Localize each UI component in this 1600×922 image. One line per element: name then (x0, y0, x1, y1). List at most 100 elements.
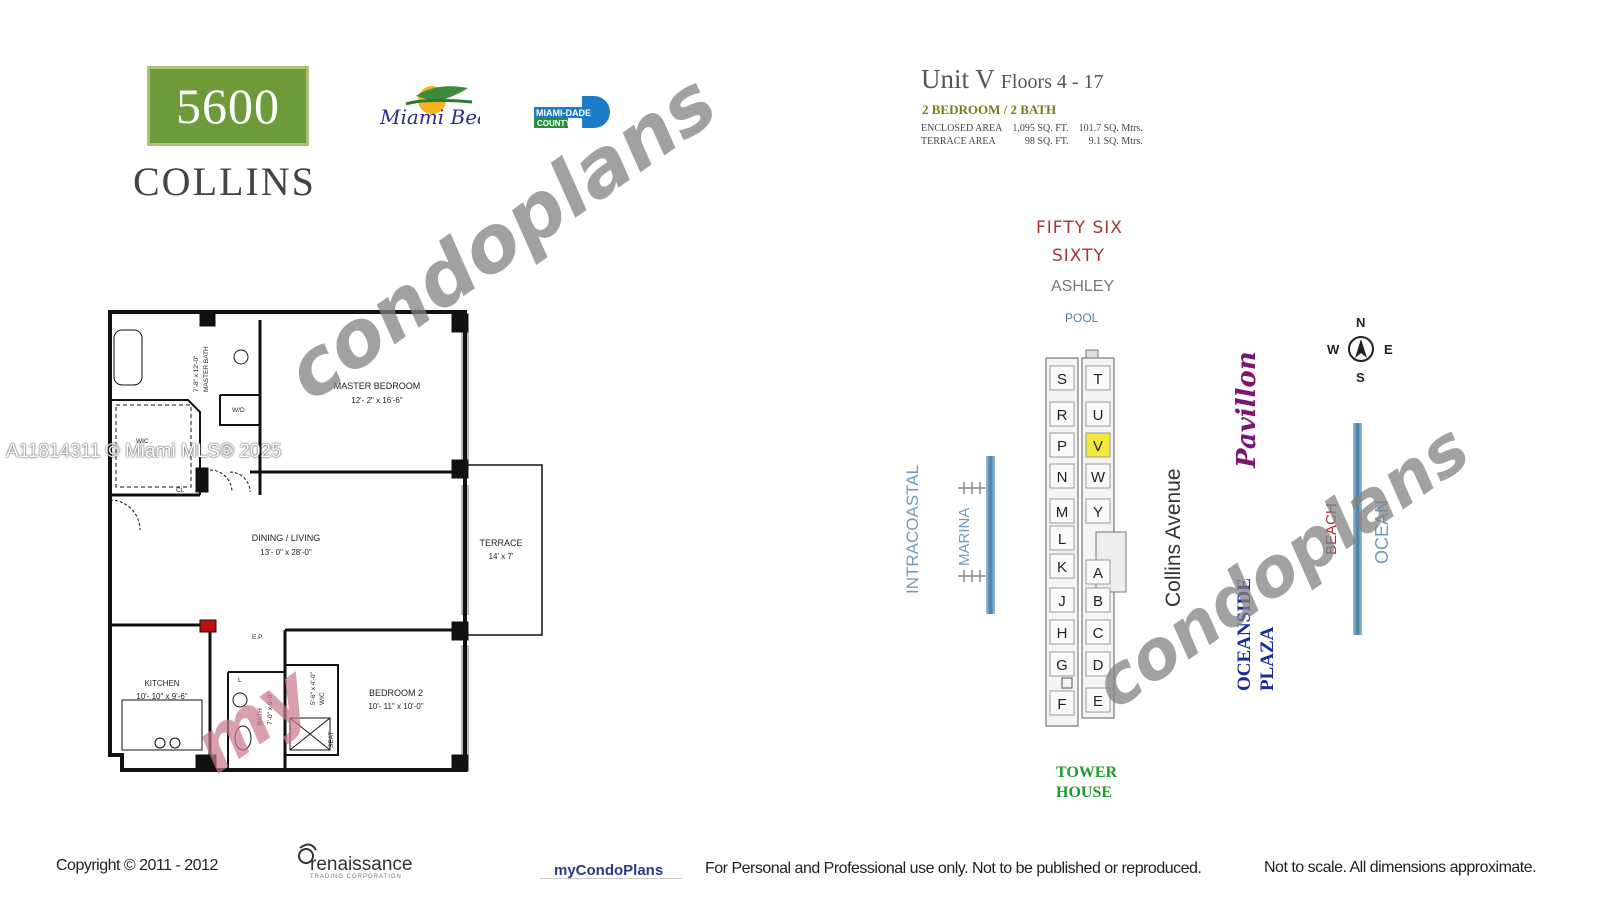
miami-dade-logo: MIAMI-DADE COUNTY (534, 94, 612, 137)
house-label: HOUSE (1056, 784, 1113, 801)
unit-label-e: E (1093, 693, 1103, 710)
area-row: TERRACE AREA 98 SQ. FT. 9.1 SQ. Mtrs. (921, 135, 1153, 148)
room-name: TERRACE (479, 538, 522, 548)
unit-label-r: R (1057, 407, 1068, 424)
mycondoplans-logo: myCondoPlans (540, 842, 682, 879)
unit-label-j: J (1058, 593, 1066, 610)
unit-cell-k (1049, 553, 1075, 579)
unit-label-v: V (1093, 438, 1103, 455)
label-wic: WIC (136, 438, 149, 445)
unit-cell-w (1085, 463, 1111, 489)
unit-label-w: W (1091, 469, 1106, 486)
pavillon-label: Pavillon (1232, 351, 1262, 468)
renaissance-sub: TRADING CORPORATION (310, 874, 402, 880)
footer-copyright: Copyright © 2011 - 2012 (56, 857, 218, 874)
unit-label-n: N (1057, 469, 1068, 486)
unit-label-t: T (1093, 371, 1102, 388)
unit-cell-e (1085, 687, 1111, 713)
room-dims: 12'- 2" x 16'-6" (351, 396, 403, 405)
renaissance-name: renaissance (310, 854, 412, 875)
marina-label: MARINA (956, 507, 973, 566)
miami-beach-logo-text: Miami Beach (379, 105, 480, 129)
miami-beach-logo: Miami Beach (376, 80, 513, 141)
unit-label-g: G (1056, 657, 1068, 674)
unit-label-c: C (1093, 625, 1104, 642)
room-name: DINING / LIVING (252, 533, 321, 543)
area-row: ENCLOSED AREA 1,095 SQ. FT. 101.7 SQ. Mt… (921, 122, 1153, 135)
renaissance-mark-icon (298, 848, 314, 864)
label-cl: CL (176, 487, 185, 494)
unit-label-k: K (1057, 559, 1067, 576)
neighbor-sixty: SIXTY (1052, 246, 1105, 266)
miami-dade-line1: MIAMI-DADE (536, 108, 591, 118)
unit-label-f: F (1057, 696, 1066, 713)
neighbor-fifty-six: FIFTY SIX (1036, 218, 1123, 238)
unit-cell-h (1049, 619, 1075, 645)
label-wic2-dims: 5'-6" x 4'-0" (310, 672, 317, 705)
logo-5600: 5600 (147, 66, 309, 146)
floor-plan: MASTER BEDROOM 12'- 2" x 16'-6" DINING /… (108, 310, 543, 772)
unit-cell-t (1085, 365, 1111, 391)
unit-cell-p (1049, 432, 1075, 458)
unit-label-u: U (1093, 407, 1104, 424)
street-label: Collins Avenue (1162, 468, 1185, 607)
unit-cell-c (1085, 619, 1111, 645)
unit-cell-j (1049, 587, 1075, 613)
unit-name: Unit V (921, 64, 995, 94)
unit-label-y: Y (1093, 504, 1103, 521)
unit-cell-m (1049, 498, 1075, 524)
unit-cell-n (1049, 463, 1075, 489)
neighbor-ashley: ASHLEY (1051, 278, 1115, 295)
room-name: BEDROOM 2 (369, 688, 423, 698)
unit-label-s: S (1057, 371, 1067, 388)
unit-cell-a (1085, 559, 1111, 585)
unit-cell-f (1049, 690, 1075, 716)
waterway-bar (986, 456, 995, 614)
footer-usage: For Personal and Professional use only. … (705, 860, 1202, 877)
room-name: KITCHEN (144, 679, 179, 688)
area-sqft: 98 SQ. FT. (1024, 136, 1069, 147)
area-label: ENCLOSED AREA (921, 123, 1003, 134)
unit-cell-r (1049, 401, 1075, 427)
room-dims: 10'- 11" x 10'-0" (368, 702, 423, 711)
compass-w: W (1327, 342, 1340, 357)
label-master-bath: MASTER BATH (203, 346, 210, 392)
miami-dade-line2: COUNTY (537, 119, 571, 128)
label-ep: E.P. (252, 634, 264, 641)
unit-label-l: L (1058, 531, 1066, 548)
unit-label-d: D (1093, 657, 1104, 674)
north-arrow-icon (1355, 339, 1367, 358)
room-dims: 10'- 10" x 9'-6" (136, 692, 188, 701)
label-bath-dims: 7'-0" x 9'-0" (267, 692, 274, 725)
tower-label: TOWER (1056, 764, 1118, 781)
unit-cell-s (1049, 365, 1075, 391)
unit-cell-d (1085, 651, 1111, 677)
unit-cell-b (1085, 587, 1111, 613)
mycondoplans-text: myCondoPlans (554, 862, 664, 879)
room-dims: 13'- 0" x 28'-0" (260, 548, 312, 557)
unit-cell-u (1085, 401, 1111, 427)
unit-cell-g (1049, 651, 1075, 677)
compass-ring-icon (1348, 336, 1374, 362)
unit-label-m: M (1056, 504, 1069, 521)
room-dims: 14' x 7' (489, 552, 514, 561)
unit-cell-l (1049, 525, 1075, 551)
footer-scale: Not to scale. All dimensions approximate… (1264, 859, 1537, 876)
mls-watermark: A11814311 © Miami MLS® 2025 (6, 441, 282, 462)
logo-number: 5600 (176, 78, 280, 134)
unit-label-p: P (1057, 438, 1067, 455)
unit-cell-y (1085, 498, 1111, 524)
pool-label: POOL (1065, 311, 1099, 325)
area-label: TERRACE AREA (921, 136, 996, 147)
unit-label-h: H (1057, 625, 1068, 642)
label-wic2: WIC (319, 692, 326, 705)
label-bath: BATH (257, 708, 264, 725)
unit-cell-v (1085, 432, 1111, 458)
unit-label-b: B (1093, 593, 1103, 610)
label-master-bath-dims: 7'-8" x 12'-0" (193, 355, 200, 392)
label-wd: W/D (232, 407, 245, 414)
label-l: L (238, 677, 242, 684)
unit-areas-table: ENCLOSED AREA 1,095 SQ. FT. 101.7 SQ. Mt… (921, 122, 1153, 148)
